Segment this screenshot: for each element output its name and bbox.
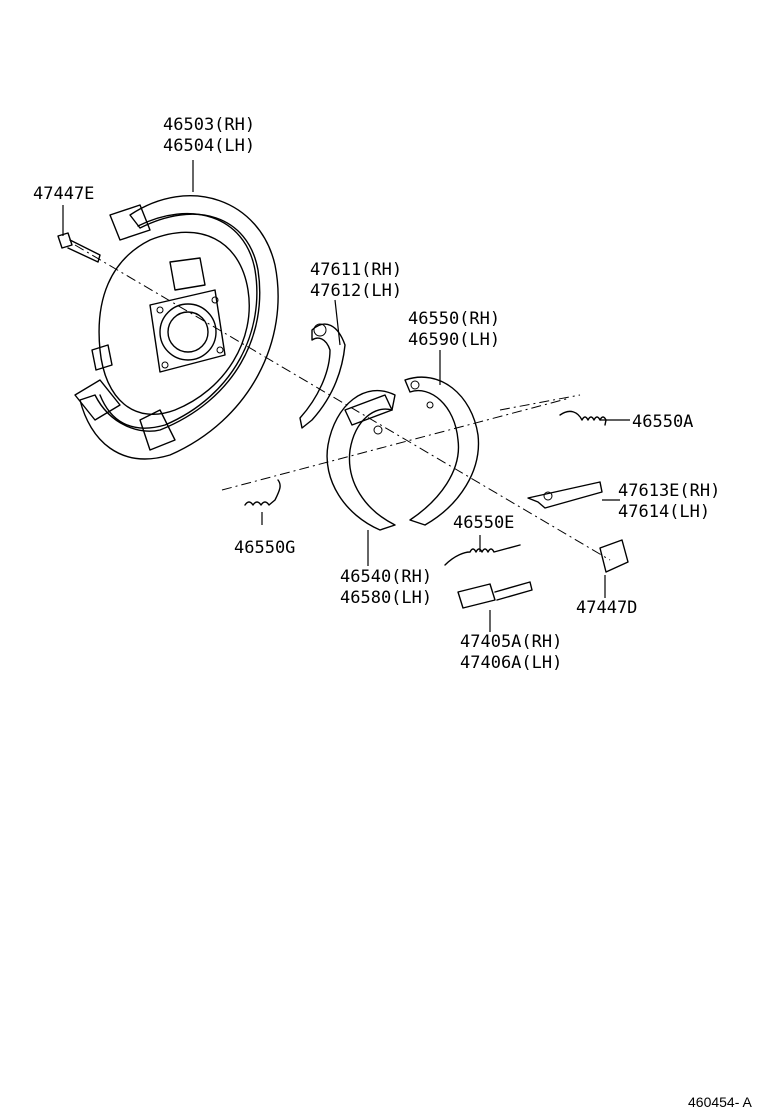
label-spring-a: 46550A	[632, 412, 694, 432]
label-front-shoe-rh: 46550(RH)	[408, 309, 501, 329]
backing-plate-drawing	[74, 195, 279, 460]
label-adjuster-lh: 47406A(LH)	[460, 653, 563, 673]
label-backing-plate-rh: 46503(RH)	[163, 115, 256, 135]
label-lever-rh: 47611(RH)	[310, 260, 403, 280]
label-bolt: 47447E	[33, 184, 95, 204]
label-rear-shoe-rh: 46540(RH)	[340, 567, 433, 587]
spring-e-drawing	[444, 544, 521, 566]
label-clip: 47447D	[576, 598, 638, 618]
label-rear-shoe-lh: 46580(LH)	[340, 588, 433, 608]
diagram-reference: 460454- A	[688, 1094, 752, 1110]
lever-drawing	[299, 323, 346, 429]
bolt-drawing	[57, 232, 101, 263]
label-strut-lh: 47614(LH)	[618, 502, 711, 522]
assembly-lines	[74, 244, 611, 561]
label-backing-plate-lh: 46504(LH)	[163, 136, 256, 156]
label-strut-rh: 47613E(RH)	[618, 481, 721, 501]
adjuster-drawing	[457, 581, 533, 609]
label-lever-lh: 47612(LH)	[310, 281, 403, 301]
label-spring-g: 46550G	[234, 538, 296, 558]
front-shoe-drawing	[404, 376, 480, 526]
leader-lines	[62, 160, 630, 632]
label-front-shoe-lh: 46590(LH)	[408, 330, 501, 350]
label-adjuster-rh: 47405A(RH)	[460, 632, 563, 652]
strut-drawing	[527, 481, 603, 509]
spring-a-drawing	[559, 410, 607, 426]
rear-shoe-drawing	[326, 389, 396, 531]
clip-drawing	[599, 539, 629, 573]
spring-g-drawing	[244, 479, 281, 506]
label-spring-e: 46550E	[453, 513, 515, 533]
